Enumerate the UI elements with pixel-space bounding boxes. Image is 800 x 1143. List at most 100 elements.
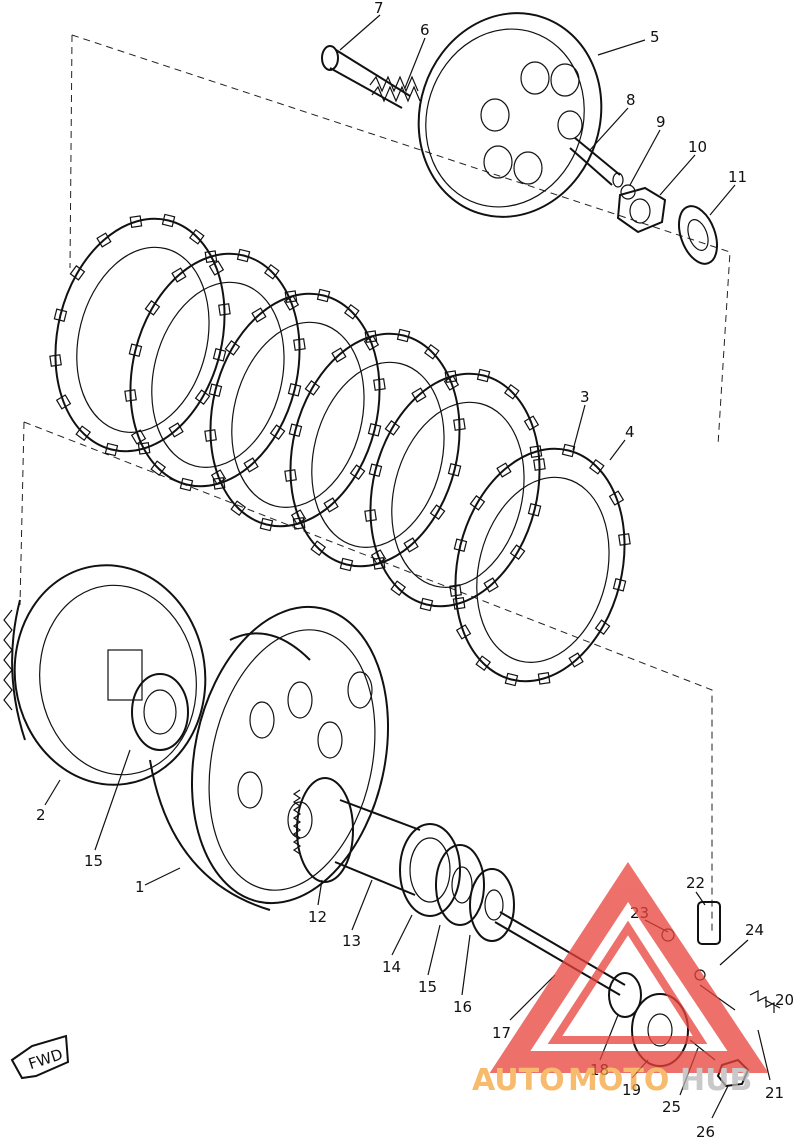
callout-2: 2 [36,806,46,824]
plate-tab [129,215,143,228]
plate-tab [618,533,631,546]
plate-tab [284,290,298,303]
plate-tab [130,429,147,445]
plate-tab [384,420,401,436]
clutch-plates [49,213,631,687]
plate-tab [194,389,211,405]
plate-tab [144,300,161,316]
lock-washer [678,205,718,265]
plate-tab [137,442,151,455]
plate-tab [287,383,302,397]
plate-tab [75,425,92,442]
callouts: 7 6 5 8 9 10 11 3 4 2 15 1 12 13 14 15 1… [36,0,794,1141]
plate-tab [452,597,466,610]
clutch-spring [369,75,421,103]
watermark-moto: MOTO [568,1063,669,1098]
plate-tab [331,347,347,363]
forward-arrow: FWD [10,1034,70,1080]
plate-tab [243,457,259,473]
push-rod-long [494,911,626,996]
plate-tab [483,577,499,593]
callout-10: 10 [688,138,707,156]
plate-tab [208,383,223,397]
plate-tab [150,460,167,477]
plate-tab [188,228,205,245]
plate-tab [527,503,542,517]
plate-tab [179,477,194,492]
plate-tab [509,544,526,560]
plate-tab [364,330,378,343]
thrust-washer-a [435,844,485,926]
plate-tab [251,307,267,323]
plate-tab [171,267,187,283]
watermark-logo: AUTO MOTO HUB [472,862,769,1098]
plate-tab [537,672,551,685]
plate-tab [204,429,217,442]
plate-tab [475,655,492,672]
fwd-label: FWD [26,1045,65,1073]
primary-shaft [334,799,421,896]
callout-5: 5 [650,28,660,46]
plate-tab [447,463,462,477]
watermark-auto: AUTO [472,1063,565,1098]
plate-tab [316,288,331,303]
friction-plate [54,217,226,453]
callout-12: 12 [308,908,327,926]
plate-tab [419,597,434,612]
plate-tab [588,458,605,475]
plate-tab [453,538,468,552]
callout-26: 26 [696,1123,715,1141]
callout-13: 13 [342,932,361,950]
plate-tab [444,370,458,383]
friction-plate [289,332,461,568]
plate-tab [263,263,280,280]
plate-tab [568,652,584,668]
plate-tab [423,343,440,360]
callout-19: 19 [622,1081,641,1099]
plate-tab [455,624,472,640]
plate-tab [612,578,627,592]
plate-tab [523,415,540,431]
plate-tab [504,672,519,687]
plate-tab [204,250,218,263]
plate-tab [370,549,387,565]
plate-tab [429,504,446,520]
friction-plate [454,447,626,683]
plate-tab [529,445,543,458]
plate-tab [503,383,520,400]
plate-tab [339,557,354,572]
plate-tab [168,422,184,438]
drive-gear [292,777,354,883]
callout-6: 6 [420,21,430,39]
plate-tab [269,424,286,440]
plate-tab [396,328,411,343]
friction-plate [209,292,381,528]
assembly-outlines [19,34,731,935]
watermark-hub: HUB [680,1063,752,1098]
plate-tab [208,260,225,276]
plate-inner-ring [476,476,610,663]
plate-tab [212,348,227,362]
bearing [399,823,461,917]
plate-inner-ring [391,401,525,588]
callout-25: 25 [662,1098,681,1116]
plate-tab [343,303,360,320]
primary-driven-gear [3,564,207,786]
plate-tab [230,500,247,517]
plate-tab [288,423,303,437]
callout-14: 14 [382,958,401,976]
plate-tab [55,394,72,410]
plate-tab [367,423,382,437]
plate-inner-ring [231,321,365,508]
callout-1: 1 [135,878,145,896]
plate-tab [390,580,407,597]
friction-plate [369,372,541,608]
plate-tab [304,380,321,396]
callout-22: 22 [686,874,705,892]
callout-7: 7 [374,0,384,17]
plate-tab [364,509,377,522]
plate-tab [449,584,462,597]
callout-16: 16 [453,998,472,1016]
